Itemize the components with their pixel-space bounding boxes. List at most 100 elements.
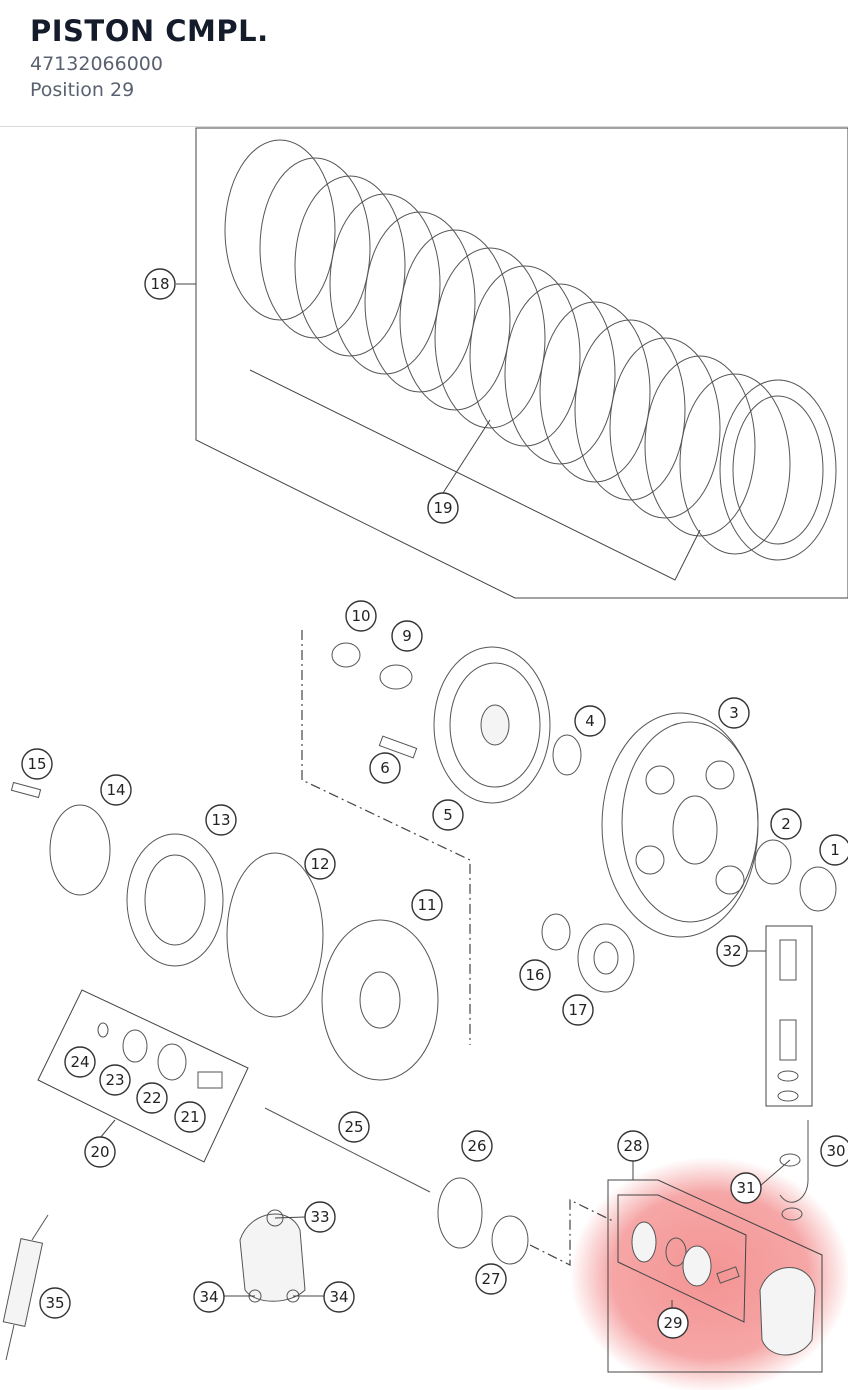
inner-hub — [433, 646, 551, 804]
svg-text:14: 14 — [106, 781, 125, 799]
callout-2[interactable]: 2 — [770, 808, 802, 840]
callout-11[interactable]: 11 — [411, 889, 443, 921]
callout-19[interactable]: 19 — [427, 492, 459, 524]
nut-16 — [541, 913, 571, 951]
svg-text:18: 18 — [150, 275, 169, 293]
svg-text:15: 15 — [27, 755, 46, 773]
svg-text:4: 4 — [585, 712, 595, 730]
part-header: PISTON CMPL. 47132066000 Position 29 — [0, 0, 848, 126]
callout-34-left[interactable]: 34 — [193, 1281, 225, 1313]
part-title: PISTON CMPL. — [30, 14, 269, 48]
friction-disc-14 — [49, 804, 111, 896]
svg-text:35: 35 — [45, 1294, 64, 1312]
svg-text:19: 19 — [433, 499, 452, 517]
callout-31[interactable]: 31 — [730, 1172, 762, 1204]
svg-text:11: 11 — [417, 896, 436, 914]
callout-21[interactable]: 21 — [174, 1101, 206, 1133]
callout-14[interactable]: 14 — [100, 774, 132, 806]
banjo-line — [779, 1120, 809, 1203]
piston-seal — [631, 1221, 657, 1263]
disc-13 — [126, 833, 224, 967]
part-number: 47132066000 — [30, 53, 163, 75]
svg-text:28: 28 — [623, 1137, 642, 1155]
svg-text:1: 1 — [830, 841, 840, 859]
clutch-discs — [224, 139, 837, 561]
svg-text:20: 20 — [90, 1143, 109, 1161]
part-position: Position 29 — [30, 79, 135, 101]
bushing-1 — [799, 866, 837, 912]
slave-cylinder-frame — [607, 1179, 823, 1373]
leader-lines — [99, 950, 791, 1308]
callout-10[interactable]: 10 — [345, 600, 377, 632]
svg-text:16: 16 — [525, 966, 544, 984]
callout-18[interactable]: 18 — [144, 268, 176, 300]
callout-32[interactable]: 32 — [716, 935, 748, 967]
svg-text:30: 30 — [826, 1142, 845, 1160]
svg-text:13: 13 — [211, 811, 230, 829]
callout-23[interactable]: 23 — [99, 1064, 131, 1096]
nut-10 — [331, 642, 361, 668]
clutch-basket — [601, 712, 759, 938]
callout-12[interactable]: 12 — [304, 848, 336, 880]
oring-27 — [491, 1215, 529, 1265]
bushing-2 — [754, 839, 792, 885]
pressure-plate-11 — [321, 919, 439, 1081]
callout-24[interactable]: 24 — [64, 1046, 96, 1078]
svg-text:22: 22 — [142, 1089, 161, 1107]
callout-35[interactable]: 35 — [39, 1287, 71, 1319]
callout-29[interactable]: 29 — [657, 1307, 689, 1339]
exploded-diagram: 1 2 3 4 5 6 9 10 11 12 13 14 15 16 17 18… — [2, 127, 848, 1390]
lockwasher-9 — [379, 664, 413, 690]
bolt-15 — [10, 781, 42, 799]
svg-text:2: 2 — [781, 815, 791, 833]
callout-1[interactable]: 1 — [819, 834, 848, 866]
dash-slave — [529, 1199, 616, 1266]
callout-20[interactable]: 20 — [84, 1136, 116, 1168]
callout-30[interactable]: 30 — [820, 1135, 848, 1167]
svg-text:12: 12 — [310, 855, 329, 873]
slave-housing — [759, 1267, 816, 1356]
disc-leader-19 — [249, 369, 701, 581]
washer-4 — [552, 734, 582, 776]
svg-text:25: 25 — [344, 1118, 363, 1136]
svg-text:6: 6 — [380, 759, 390, 777]
wire-ring-12 — [226, 852, 324, 1018]
callout-3[interactable]: 3 — [718, 697, 750, 729]
svg-text:34: 34 — [199, 1288, 218, 1306]
svg-text:29: 29 — [663, 1314, 682, 1332]
callout-17[interactable]: 17 — [562, 994, 594, 1026]
callout-13[interactable]: 13 — [205, 804, 237, 836]
grease-syringe — [2, 1214, 49, 1361]
callout-5[interactable]: 5 — [432, 799, 464, 831]
svg-text:23: 23 — [105, 1071, 124, 1089]
svg-text:5: 5 — [443, 806, 453, 824]
svg-text:21: 21 — [180, 1108, 199, 1126]
callout-4[interactable]: 4 — [574, 705, 606, 737]
callout-28[interactable]: 28 — [617, 1130, 649, 1162]
gasket-26 — [437, 1177, 483, 1249]
disc-pack-frame — [195, 127, 848, 599]
svg-text:9: 9 — [402, 627, 412, 645]
callout-34-right[interactable]: 34 — [323, 1281, 355, 1313]
svg-text:33: 33 — [310, 1208, 329, 1226]
pin-6 — [378, 735, 418, 759]
callout-22[interactable]: 22 — [136, 1082, 168, 1114]
callout-27[interactable]: 27 — [475, 1263, 507, 1295]
callouts: 1 2 3 4 5 6 9 10 11 12 13 14 15 16 17 18… — [21, 268, 848, 1339]
callout-26[interactable]: 26 — [461, 1130, 493, 1162]
bleed-kit-frame — [765, 925, 813, 1107]
callout-33[interactable]: 33 — [304, 1201, 336, 1233]
dash-group-hub — [301, 630, 471, 1045]
callout-16[interactable]: 16 — [519, 959, 551, 991]
release-kit-frame — [37, 989, 249, 1163]
svg-text:24: 24 — [70, 1053, 89, 1071]
bleed-screw — [779, 939, 797, 981]
callout-25[interactable]: 25 — [338, 1111, 370, 1143]
callout-9[interactable]: 9 — [391, 620, 423, 652]
header-divider — [0, 126, 848, 127]
push-rod — [264, 1107, 431, 1193]
gear-17 — [577, 923, 635, 993]
callout-6[interactable]: 6 — [369, 752, 401, 784]
svg-text:34: 34 — [329, 1288, 348, 1306]
callout-15[interactable]: 15 — [21, 748, 53, 780]
